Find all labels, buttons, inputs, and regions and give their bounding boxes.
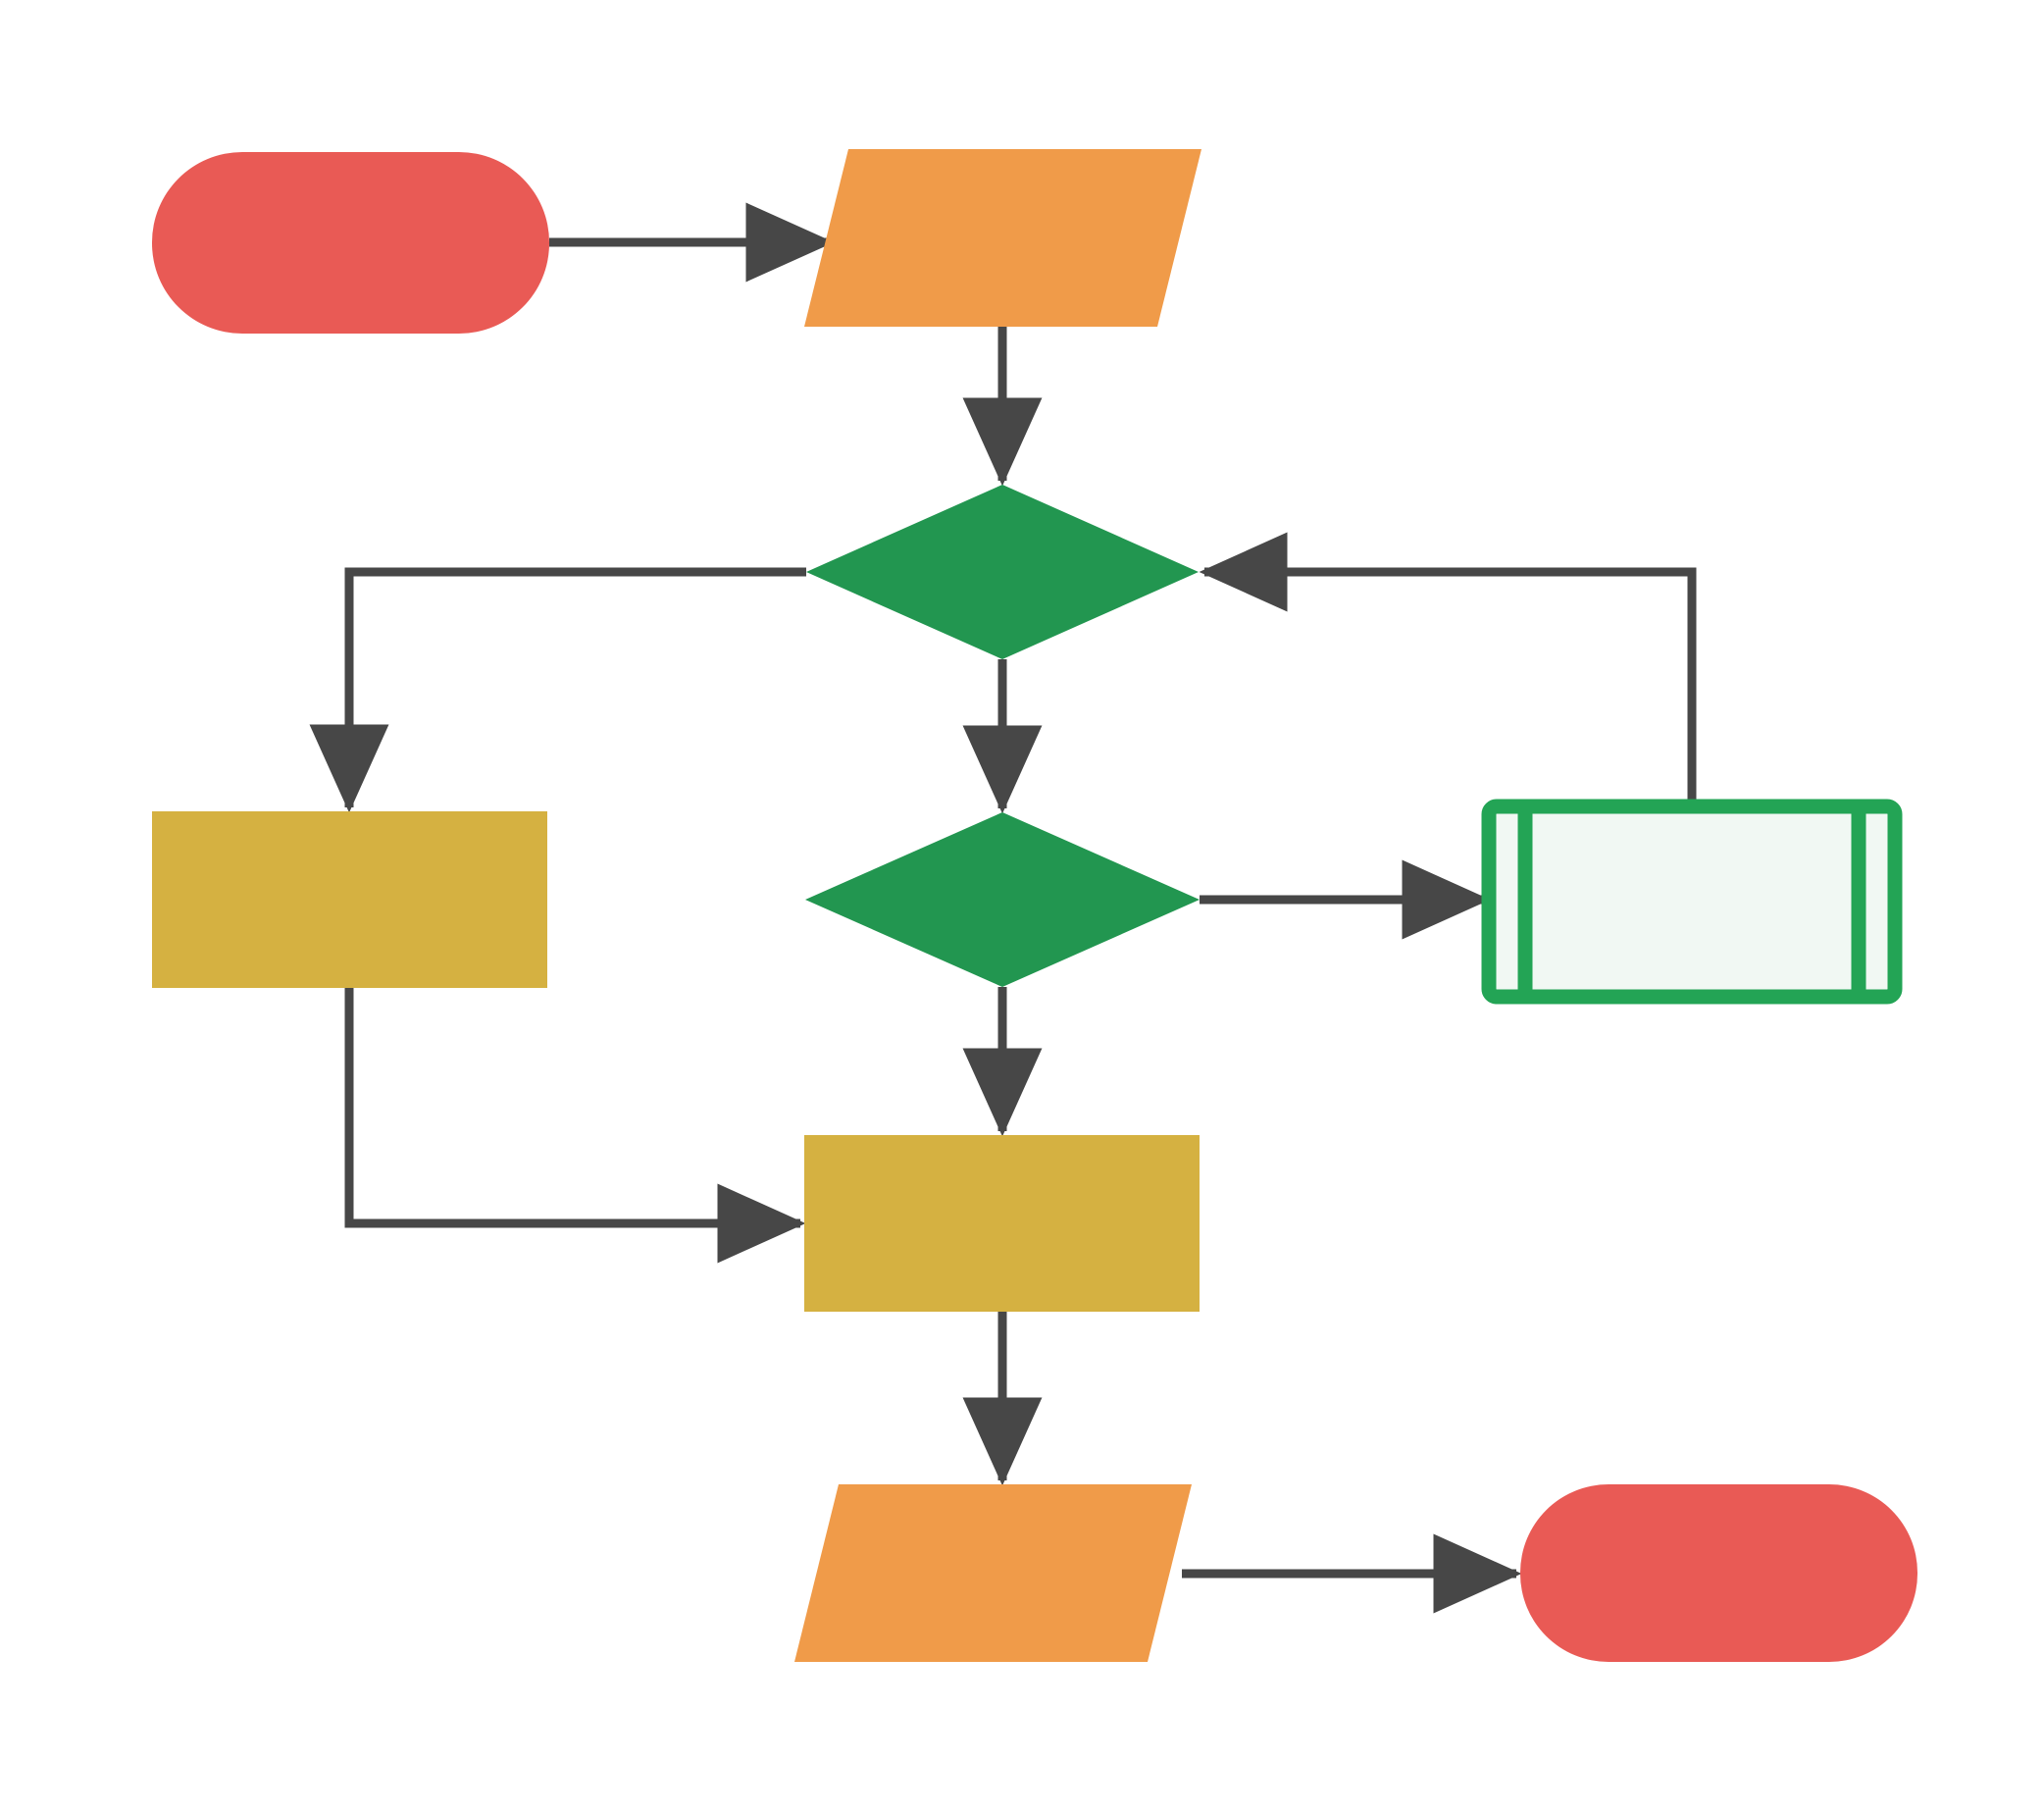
edge-process-left-to-process-center (344, 988, 806, 1264)
output-io-parallelogram[interactable] (794, 1484, 1192, 1662)
edge-decision1-to-process-left (309, 567, 806, 813)
input-io-parallelogram[interactable] (804, 149, 1201, 327)
decision-diamond-primary[interactable] (806, 485, 1199, 659)
subroutine-predefined-process[interactable] (1481, 799, 1903, 1005)
nodes-layer (152, 149, 1917, 1662)
edges-layer (309, 202, 1697, 1614)
decision-diamond-secondary[interactable] (805, 812, 1200, 987)
start-terminator[interactable] (152, 152, 549, 334)
end-terminator[interactable] (1520, 1484, 1917, 1662)
process-box-center[interactable] (804, 1135, 1200, 1312)
process-box-left[interactable] (152, 811, 547, 988)
edge-subroutine-loopback-to-decision1 (1199, 532, 1697, 806)
